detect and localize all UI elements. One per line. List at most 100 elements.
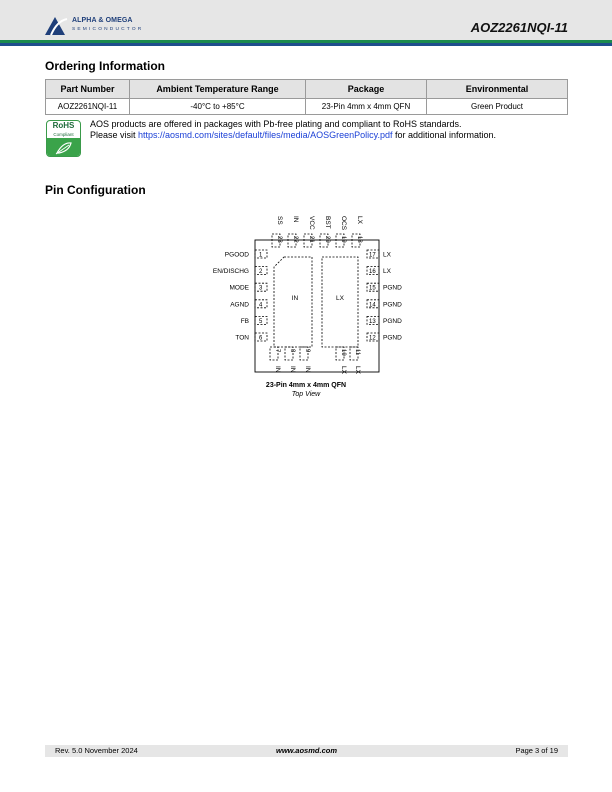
view-caption: Top View [291,391,321,398]
pin-label: IN [274,366,281,373]
rohs-notice: AOS products are offered in packages wit… [90,119,496,141]
pad-label-lx: LX [336,295,345,302]
rohs-badge-title: RoHS [52,121,75,130]
pin-label: OCS [340,216,347,231]
pin-pad-top [303,233,313,248]
column-header: Ambient Temperature Range [129,79,306,99]
pin-pad-left [254,316,268,325]
pin-pad-top [335,233,345,248]
pin-pad-top [287,233,297,248]
pin-number: 1 [259,253,263,259]
column-header: Environmental [426,79,568,99]
pin-label: TON [235,335,249,342]
pin-label: LX [340,366,347,375]
header-divider-2 [0,43,612,46]
pin-number: 11 [354,349,360,356]
pin-number: 19 [340,236,346,243]
pin-pad-right [366,332,380,342]
pin-number: 4 [259,302,263,308]
pin-label: PGND [383,301,402,308]
header-divider [0,40,612,43]
pin-label: LX [356,216,363,225]
pin-pad-top [319,233,329,248]
pin-pad-left [254,249,268,259]
pin-config-heading: Pin Configuration [45,183,146,197]
company-name: ALPHA & OMEGA [72,17,133,24]
pin-number: 21 [308,236,314,243]
pin-number: 3 [259,286,263,292]
pin-number: 15 [369,286,376,292]
page-header [0,0,612,40]
pin-label: IN [292,216,299,223]
pin-number: 7 [274,349,280,353]
pin-label: FB [241,318,249,325]
rohs-line-2-post: for additional information. [392,130,497,140]
pin-number: 22 [292,236,298,243]
pin-pad-top [351,233,361,248]
pin-number: 6 [259,336,263,342]
ordering-heading: Ordering Information [45,59,165,73]
pin-number: 9 [304,349,310,353]
pin-pad-right [366,299,380,309]
pin-number: 14 [369,302,376,308]
exposed-pad-in [273,256,313,348]
green-policy-link[interactable]: https://aosmd.com/sites/default/files/me… [138,130,393,140]
pin-label: BST [324,216,331,229]
pin-number: 13 [369,319,376,325]
pin-label: IN [289,366,296,373]
pin-number: 12 [369,336,376,342]
table-cell: Green Product [426,98,568,115]
pin-pad-left [254,332,268,342]
pin-number: 17 [369,253,376,259]
rohs-line-2-pre: Please visit [90,130,139,140]
pin-label: PGOOD [225,252,250,259]
table-cell: -40°C to +85°C [129,98,306,115]
website-link[interactable]: www.aosmd.com [276,746,337,755]
pin-number: 10 [340,349,346,356]
leaf-icon [47,138,80,156]
pin-number: 18 [356,236,362,243]
pin-pad-top [271,233,281,248]
table-cell: AOZ2261NQI-11 [45,98,130,115]
company-subtitle: SEMICONDUCTOR [72,27,144,32]
rohs-badge-icon: RoHS Compliant [46,120,81,157]
pin-pad-right [366,249,380,259]
page-footer: Rev. 5.0 November 2024 www.aosmd.com Pag… [45,745,568,757]
exposed-pad-lx [321,256,359,348]
pin-number: 23 [276,236,282,243]
pin-label: LX [354,366,361,375]
pin-label: SS [276,216,283,225]
pin-label: EN/DISCHG [213,268,249,275]
pad-label-in: IN [292,295,299,302]
pin-pad-left [254,299,268,309]
pin-pad-right [366,316,380,325]
pin-number: 8 [289,349,295,353]
ordering-table: Part Number Ambient Temperature Range Pa… [45,79,568,115]
pin-number: 2 [259,269,263,275]
pin-label: PGND [383,285,402,292]
pin-label: AGND [230,301,249,308]
company-logo-icon [45,17,68,36]
pin-label: LX [383,268,392,275]
revision-text: Rev. 5.0 November 2024 [55,746,138,755]
package-caption: 23-Pin 4mm x 4mm QFN [265,382,347,389]
pin-label: PGND [383,318,402,325]
column-header: Package [305,79,427,99]
pin-label: PGND [383,335,402,342]
rohs-line-2: Please visit https://aosmd.com/sites/def… [90,130,496,141]
pin-label: LX [383,252,392,259]
rohs-badge-subtitle: Compliant [53,132,74,137]
pin-label: VCC [308,216,315,230]
rohs-line-1: AOS products are offered in packages wit… [90,119,462,129]
pin-number: 5 [259,319,263,325]
column-header: Part Number [45,79,130,99]
pin-label: MODE [230,285,250,292]
pin-number: 16 [369,269,376,275]
document-title: AOZ2261NQI-11 [470,20,568,35]
pin-number: 20 [324,236,330,243]
pin-label: IN [304,366,311,373]
table-cell: 23-Pin 4mm x 4mm QFN [305,98,427,115]
page-number: Page 3 of 19 [515,746,558,755]
table-row: AOZ2261NQI-11 -40°C to +85°C 23-Pin 4mm … [45,98,568,115]
